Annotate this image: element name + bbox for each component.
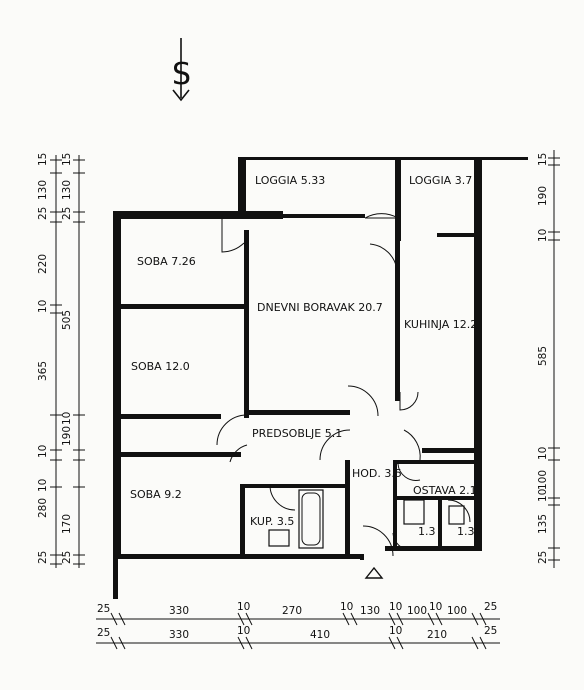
room-label-soba-2: SOBA 12.0 [131, 360, 190, 373]
room-label-hod: HOD. 3.5 [352, 467, 402, 480]
door-swings [216, 213, 471, 557]
dim-right-10b: 10 [537, 447, 549, 460]
dim-left-190: 190 [61, 426, 73, 446]
dim-bottom1-330: 330 [169, 605, 189, 617]
dim-left-inner-280: 280 [37, 498, 49, 518]
north-arrow-icon: S [172, 38, 191, 102]
dim-bottom1-10d: 10 [429, 601, 442, 613]
dim-left-10c: 10 [61, 412, 73, 425]
dim-right-100: 100 [537, 470, 549, 490]
dim-right-190: 190 [537, 186, 549, 206]
dim-bottom1-100b: 100 [447, 605, 467, 617]
fixtures [268, 489, 465, 549]
dim-right-135: 135 [537, 514, 549, 534]
dim-right-25: 25 [537, 551, 549, 564]
room-label-dnevni: DNEVNI BORAVAK 20.7 [257, 301, 383, 314]
dim-bottom1-100a: 100 [407, 605, 427, 617]
dim-left-inner-505: 505 [61, 310, 73, 330]
room-label-wc-2: 1.3 [457, 525, 475, 538]
dim-bottom1-130: 130 [360, 605, 380, 617]
dimensions-bottom: 25 330 10 270 10 130 10 100 10 100 25 25… [96, 601, 500, 650]
room-label-predsoblje: PREDSOBLJE 5.1 [252, 427, 342, 440]
dimensions-left: 15 25 220 10 365 10 190 10 170 25 15 130… [37, 153, 85, 568]
room-labels: LOGGIA 5.33 LOGGIA 3.7 SOBA 7.26 DNEVNI … [130, 174, 477, 538]
dim-bottom2-25b: 25 [484, 625, 497, 637]
dim-left-220: 220 [37, 254, 49, 274]
room-label-ostava: OSTAVA 2.1 [413, 484, 477, 497]
dim-left-15: 15 [37, 153, 49, 166]
room-label-soba-1: SOBA 7.26 [137, 255, 196, 268]
dim-right-585: 585 [537, 346, 549, 366]
dim-left-inner-15: 15 [61, 153, 73, 166]
dim-bottom1-10b: 10 [340, 601, 353, 613]
dim-left-inner-10: 10 [37, 479, 49, 492]
dim-bottom2-330: 330 [169, 629, 189, 641]
dim-bottom2-25a: 25 [97, 627, 110, 639]
dimensions-right: 15 190 10 585 10 100 10 135 25 [537, 150, 560, 568]
dim-right-10a: 10 [537, 229, 549, 242]
dim-bottom1-25a: 25 [97, 603, 110, 615]
dim-bottom1-25b: 25 [484, 601, 497, 613]
dim-left-10a: 10 [37, 300, 49, 313]
dim-left-25b: 25 [61, 551, 73, 564]
room-label-soba-3: SOBA 9.2 [130, 488, 182, 501]
windows [116, 213, 220, 548]
dim-right-10c: 10 [537, 489, 549, 502]
dim-left-170: 170 [61, 514, 73, 534]
dim-left-10b: 10 [37, 445, 49, 458]
room-label-loggia-1: LOGGIA 5.33 [255, 174, 325, 187]
dim-bottom2-210: 210 [427, 629, 447, 641]
dim-bottom2-410: 410 [310, 629, 330, 641]
dim-left-inner-130: 130 [61, 180, 73, 200]
north-marker-label: S [172, 57, 191, 92]
room-label-kuhinja: KUHINJA 12.2 [404, 318, 477, 331]
dim-left-inner-25: 25 [61, 207, 73, 220]
room-label-kup: KUP. 3.5 [250, 515, 294, 528]
dim-bottom2-10b: 10 [389, 625, 402, 637]
entrance-icon [364, 566, 384, 579]
dim-bottom2-10a: 10 [237, 625, 250, 637]
room-label-wc-1: 1.3 [418, 525, 436, 538]
dim-bottom1-10c: 10 [389, 601, 402, 613]
dim-right-15: 15 [537, 153, 549, 166]
dim-left-365: 365 [37, 361, 49, 381]
dim-left-extra-130: 130 [37, 180, 49, 200]
dim-bottom1-270: 270 [282, 605, 302, 617]
dim-left-inner-25b: 25 [37, 551, 49, 564]
walls [113, 157, 528, 599]
room-label-loggia-2: LOGGIA 3.7 [409, 174, 472, 187]
dim-left-25: 25 [37, 207, 49, 220]
dim-bottom1-10a: 10 [237, 601, 250, 613]
